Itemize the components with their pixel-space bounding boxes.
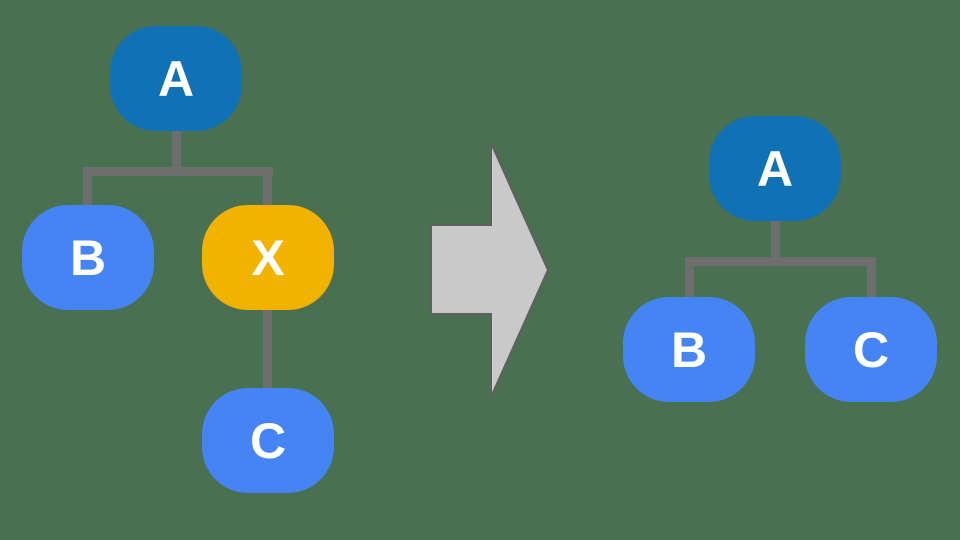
before-node-x: X — [202, 205, 334, 310]
before-connector-drop-b — [83, 167, 92, 208]
before-node-x-label: X — [251, 229, 285, 286]
before-node-b: B — [22, 205, 154, 310]
before-connector-horizontal — [83, 167, 273, 176]
before-node-b-label: B — [69, 229, 107, 286]
before-node-a: A — [110, 26, 242, 131]
after-node-c: C — [805, 297, 937, 402]
before-node-a-label: A — [157, 50, 195, 107]
after-connector-a-stem — [771, 218, 780, 266]
before-node-c: C — [202, 388, 334, 493]
arrow-right-icon — [430, 142, 550, 398]
after-node-c-label: C — [852, 321, 890, 378]
before-node-c-label: C — [249, 412, 287, 469]
after-node-b: B — [623, 297, 755, 402]
before-connector-drop-x — [263, 167, 272, 208]
before-connector-a-stem — [172, 128, 181, 176]
after-connector-drop-c — [867, 257, 876, 299]
after-node-b-label: B — [670, 321, 708, 378]
after-node-a: A — [709, 116, 841, 221]
after-connector-horizontal — [685, 257, 876, 266]
before-connector-x-to-c — [263, 308, 272, 390]
after-connector-drop-b — [685, 257, 694, 299]
after-node-a-label: A — [756, 140, 794, 197]
